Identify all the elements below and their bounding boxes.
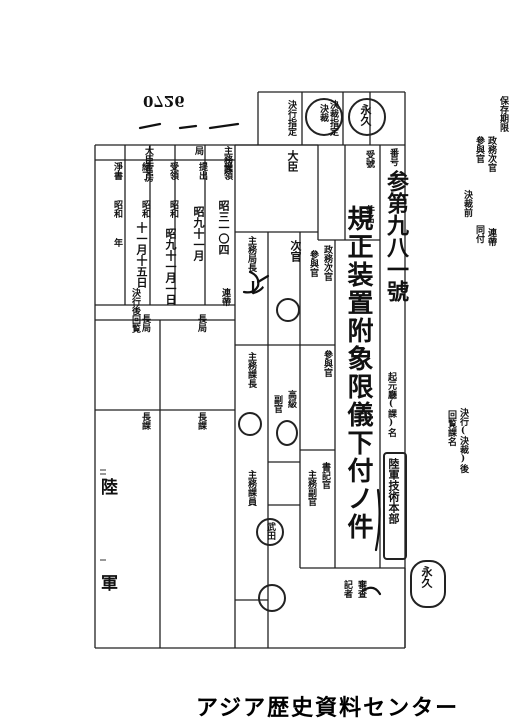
seal-jikan [276, 298, 300, 322]
label-shumu-kakariin: 主務課員 [246, 470, 256, 506]
eikyu-stamp-bottom: 永久 [410, 560, 446, 608]
label-renpi: 連帶 [486, 228, 496, 246]
label-kacho-1: 長課 [196, 412, 206, 430]
label-jikan: 次官 [289, 240, 302, 262]
label-kessai-shitei: 決裁指定 [328, 100, 338, 136]
label-kian: 起元廳(課)名 [386, 372, 396, 437]
seal-bottom [258, 584, 286, 612]
label-hozon-kigen: 保存期限 [498, 96, 508, 132]
label-shoki-kan: 書記官 [320, 462, 330, 489]
label-shumu-kyokucho: 主務局長 [246, 236, 256, 272]
label-juryo: 受領 [222, 162, 232, 180]
footer-credit: アジア歴史資料センター [196, 696, 460, 721]
label-daijin-kanbou: 大臣官房 [143, 146, 153, 182]
label-shoryo: 淨書 [112, 162, 122, 180]
seal-kacho [238, 412, 262, 436]
label-ketsuryo: 結了 [140, 162, 150, 180]
label-kessai-go-top: 同付 [474, 225, 484, 243]
document-number: 参第九八一號 [383, 170, 409, 302]
label-shumu-kakari: 主務副官 [306, 470, 316, 506]
date-juryo2-value: 昭九十一月一日 [164, 228, 177, 305]
date-showa-3: 昭和 [112, 200, 122, 218]
label-kessai-go: 決行(決裁)後 [458, 408, 468, 473]
label-kisha: 記者 [342, 580, 352, 598]
kessai-seal-stamp: 決裁 [305, 98, 343, 136]
date-year-1: 年 [112, 238, 122, 247]
label-kessai-kairan: 決行後回覧 [130, 288, 140, 333]
label-teishutsu: 提出 [197, 162, 207, 180]
label-rikugun-1: 陸 [97, 478, 117, 495]
label-seimu-jikan: 政務次官 [486, 136, 496, 172]
label-kacho-2: 長課 [140, 412, 150, 430]
label-kairan: 連帶 [220, 288, 230, 306]
date-juryo-value: 昭三一〇四 [217, 200, 230, 255]
label-sanyo-kan: 參與官 [474, 136, 484, 163]
label-kyoku: 局 [193, 146, 203, 155]
eikyu-stamp-top: 永久 [348, 98, 386, 136]
label-bangou: 番号 [388, 148, 398, 166]
seal-fukukan [276, 420, 298, 446]
label-kyokucho-2: 長局 [140, 314, 150, 332]
date-ketsuryo-value: 十一月十五日 [135, 222, 148, 288]
label-seimu-jikan-mid: 政務次官 [322, 245, 332, 281]
label-sanyokan: 參與官 [322, 350, 332, 377]
label-kessai-mae: 決裁前 [462, 190, 472, 217]
label-sanyo-kan-mid: 參與官 [308, 250, 318, 277]
seal-takeda: 武田 [256, 518, 284, 546]
label-kenmei: 件名 [364, 205, 374, 223]
label-jugou: 受號 [364, 150, 374, 168]
date-showa-2: 昭和 [140, 200, 150, 218]
label-fukukan: 副官 [272, 395, 282, 413]
department-stamp: 陸軍技術本部 [383, 452, 407, 560]
label-shumu-ka: 主務課 [222, 146, 232, 173]
date-teishutsu-value: 昭九十一月 [192, 206, 205, 261]
label-rikugun-2: 軍 [97, 574, 117, 591]
archive-number-mirrored: 0726 [143, 92, 185, 110]
handwritten-check-mark: ㇾ [246, 274, 266, 298]
label-daijin: 大臣 [286, 150, 299, 172]
label-shumu-kacho: 主務課長 [246, 352, 256, 388]
date-showa-1: 昭和 [168, 200, 178, 218]
label-kairan-kamei: 回覧課名 [446, 410, 456, 446]
label-shinsa: 審査 [356, 580, 366, 598]
document-subject: 規正装置附象限儀下付ノ件 [343, 205, 373, 541]
label-koutou: 高級 [286, 390, 296, 408]
label-kenkou-shitei: 決行指定 [286, 100, 296, 136]
label-juryo-2: 受領 [168, 162, 178, 180]
label-kyokucho-1: 長局 [196, 314, 206, 332]
